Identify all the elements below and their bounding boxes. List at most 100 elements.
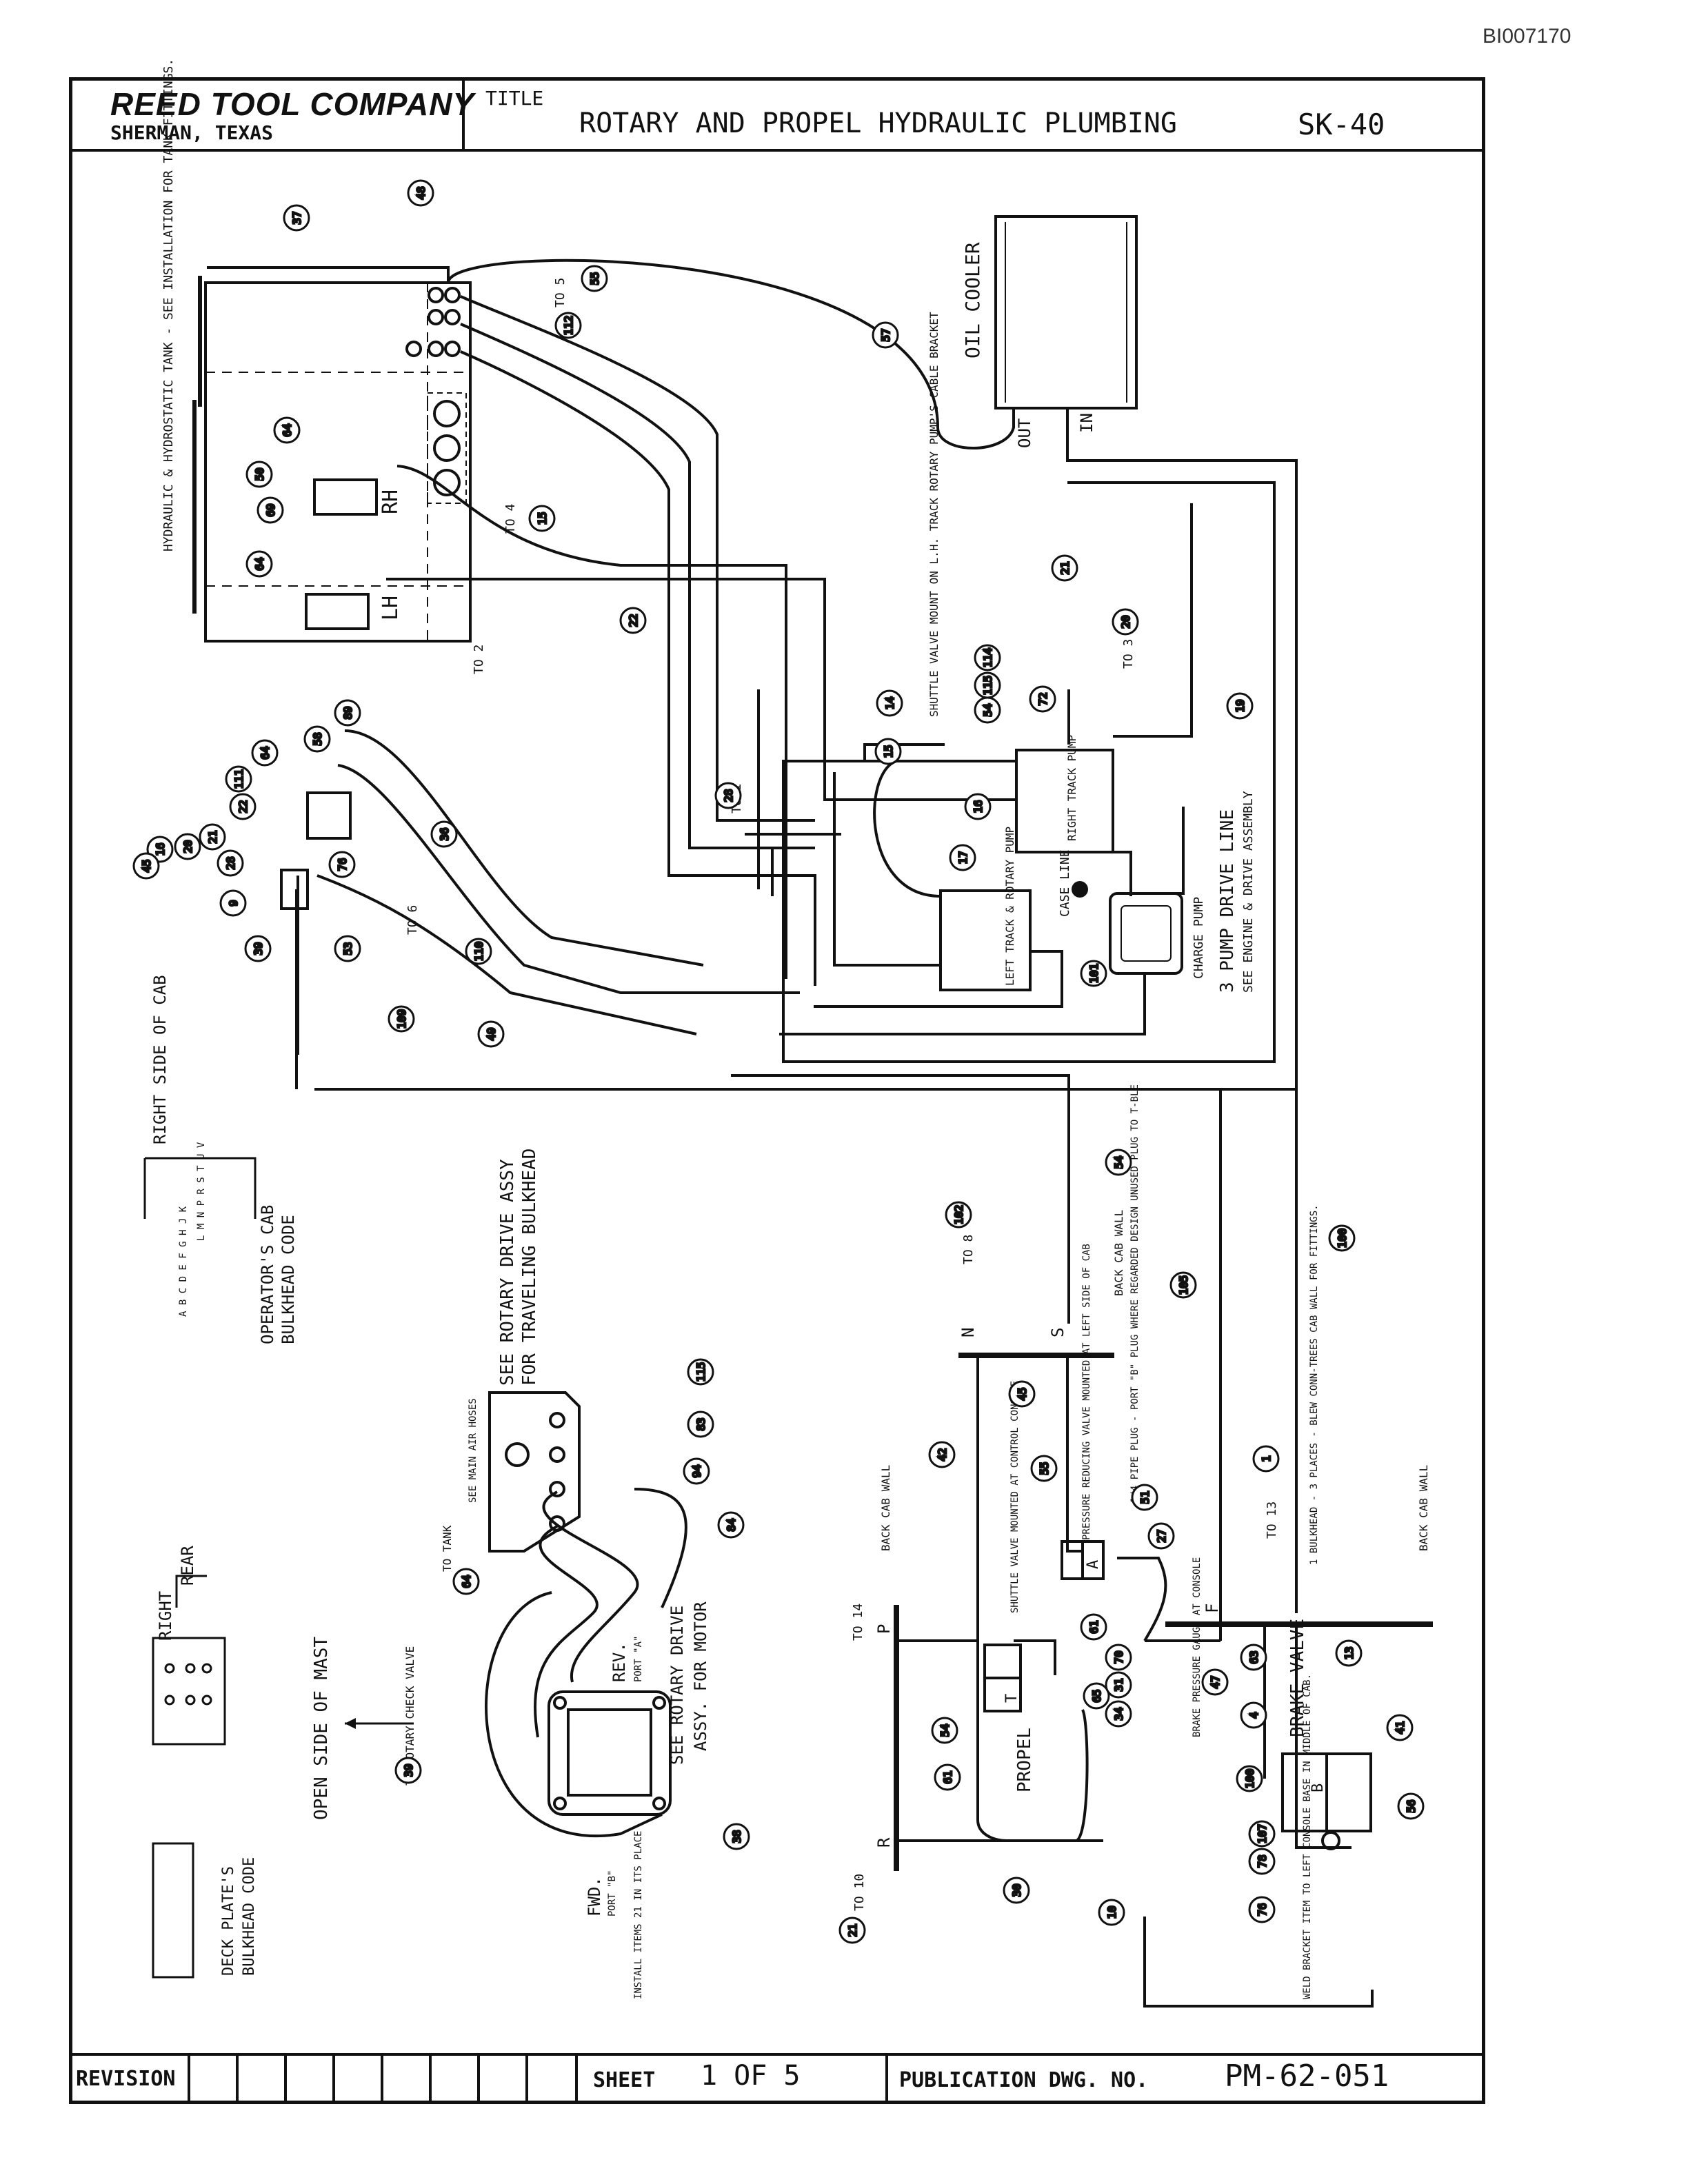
to-3: TO 3 xyxy=(1121,639,1136,669)
to-5: TO 5 xyxy=(553,278,567,307)
callout-number: 69 xyxy=(264,503,277,516)
callout-number: 84 xyxy=(725,1518,738,1531)
callout-number: 16 xyxy=(972,800,985,813)
callout-65c xyxy=(1397,1792,1425,1820)
back-cab-wall-label-1: BACK CAB WALL xyxy=(1112,1210,1125,1296)
callout-39a xyxy=(328,851,356,878)
callout-55b xyxy=(452,1568,480,1595)
callout-115a xyxy=(1051,554,1078,582)
callout-number: 100 xyxy=(1336,1228,1349,1248)
callout-10 xyxy=(1248,1896,1276,1923)
case-line-dot xyxy=(1072,881,1088,898)
callout-number: 4 xyxy=(1247,1712,1260,1719)
callout-78 xyxy=(1240,1644,1267,1671)
brake-valve-label: BRAKE VALVE xyxy=(1287,1619,1308,1737)
callout-69 xyxy=(245,550,273,578)
callout-101 xyxy=(1029,685,1056,713)
shuttle-valve-note: SHUTTLE VALVE MOUNT ON L.H. TRACK ROTARY… xyxy=(927,312,941,717)
callout-number: 55 xyxy=(588,272,601,285)
fwd-port-label: PORT "B" xyxy=(607,1870,618,1917)
to-rotary-check-label: TO ROTARY CHECK VALVE xyxy=(403,1646,416,1786)
callout-number: 105 xyxy=(1177,1275,1190,1295)
callout-64b xyxy=(245,461,273,488)
callout-109 xyxy=(465,938,492,965)
cooler-out-label: OUT xyxy=(1015,418,1034,448)
callout-65b xyxy=(931,1717,958,1744)
revision-label: REVISION xyxy=(76,2067,176,2091)
callout-number: 39 xyxy=(402,1763,415,1777)
callout-number: 21 xyxy=(846,1923,859,1937)
see-rotary-motor-label: SEE ROTARY DRIVE xyxy=(667,1606,687,1765)
callout-number: 107 xyxy=(1256,1824,1269,1844)
callout-45a xyxy=(229,793,257,820)
bulkhead-row-2: L M N P R S T U V xyxy=(196,1142,207,1241)
rev-label: REV. xyxy=(610,1642,629,1682)
callout-number: 64 xyxy=(259,746,272,759)
callout-102 xyxy=(949,844,976,871)
company-location: SHERMAN, TEXAS xyxy=(110,121,274,144)
callout-45b xyxy=(683,1457,710,1485)
to-8: TO 8 xyxy=(961,1235,976,1264)
callout-94 xyxy=(945,1201,972,1228)
callout-52 xyxy=(1386,1714,1414,1741)
bulkhead-row-1: A B C D E F G H J K xyxy=(178,1206,189,1317)
propel-label: PROPEL xyxy=(1014,1728,1035,1792)
callout-number: 10 xyxy=(1105,1905,1118,1919)
callout-number: 110 xyxy=(472,942,485,962)
callout-number: 76 xyxy=(336,858,349,871)
callout-number: 30 xyxy=(1010,1883,1023,1897)
callout-number: 111 xyxy=(232,769,245,789)
callout-111 xyxy=(334,699,361,727)
rev-port-label: PORT "A" xyxy=(633,1636,644,1682)
to-2: TO 2 xyxy=(472,645,486,674)
tank-rh-label: RH xyxy=(379,489,403,514)
callout-number: 114 xyxy=(981,648,994,668)
callout-number: 20 xyxy=(1119,615,1132,628)
bulkhead-places-note: 1 BULKHEAD - 3 PLACES - BLEW CONN-TREES … xyxy=(1309,1204,1320,1565)
callout-48 xyxy=(407,179,434,207)
port-s: S xyxy=(1048,1328,1067,1337)
callout-number: 89 xyxy=(341,706,354,719)
document-id: BI007170 xyxy=(1483,25,1571,48)
see-rotary-drive-label: SEE ROTARY DRIVE ASSY xyxy=(497,1159,518,1386)
callout-37 xyxy=(283,204,310,232)
pressure-reducing-note: PRESSURE REDUCING VALVE MOUNTED AT LEFT … xyxy=(1081,1244,1092,1540)
callout-72 xyxy=(528,505,556,532)
callout-number: 14 xyxy=(883,696,896,709)
callout-number: 15 xyxy=(536,512,549,525)
callout-number: 55 xyxy=(1038,1462,1051,1475)
callout-number: 64 xyxy=(460,1575,473,1588)
callout-number: 37 xyxy=(290,211,303,224)
deck-bulkhead-label: BULKHEAD CODE xyxy=(241,1857,258,1976)
assy-motor-label: ASSY. FOR MOTOR xyxy=(691,1601,710,1751)
callout-58 xyxy=(251,739,279,767)
callout-number: 83 xyxy=(694,1417,707,1430)
callout-number: 45 xyxy=(140,859,153,872)
callout-14 xyxy=(974,696,1001,724)
cab-bracket xyxy=(143,1157,257,1219)
cooler-in-label: IN xyxy=(1077,413,1096,433)
callout-number: 54 xyxy=(981,703,994,716)
callout-number: 13 xyxy=(1343,1646,1356,1659)
callout-number: 72 xyxy=(1036,692,1049,705)
callout-63 xyxy=(1003,1877,1030,1904)
callout-number: 17 xyxy=(956,851,969,864)
console-shuttle-note: SHUTTLE VALVE MOUNTED AT CONTROL CONSOLE xyxy=(1009,1381,1021,1613)
right-side-cab-label: RIGHT SIDE OF CAB xyxy=(150,975,170,1144)
callout-number: 22 xyxy=(237,800,250,813)
rear-label: REAR xyxy=(178,1546,197,1586)
fwd-label: FWD. xyxy=(585,1877,604,1917)
mast-arrowhead xyxy=(345,1718,356,1729)
callout-114 xyxy=(619,607,647,634)
case-line-label: CASE LINE xyxy=(1058,849,1072,917)
callout-number: 112 xyxy=(562,316,575,336)
callout-54d xyxy=(1080,1613,1107,1641)
callout-107 xyxy=(1240,1701,1267,1729)
callout-40 xyxy=(1098,1899,1125,1926)
callout-number: 19 xyxy=(1234,699,1247,712)
callout-11 xyxy=(838,1917,866,1944)
callout-115b xyxy=(477,1020,505,1048)
hydraulic-tank xyxy=(192,276,472,643)
callout-number: 64 xyxy=(253,557,266,570)
see-main-air-label: SEE MAIN AIR HOSES xyxy=(468,1398,479,1503)
